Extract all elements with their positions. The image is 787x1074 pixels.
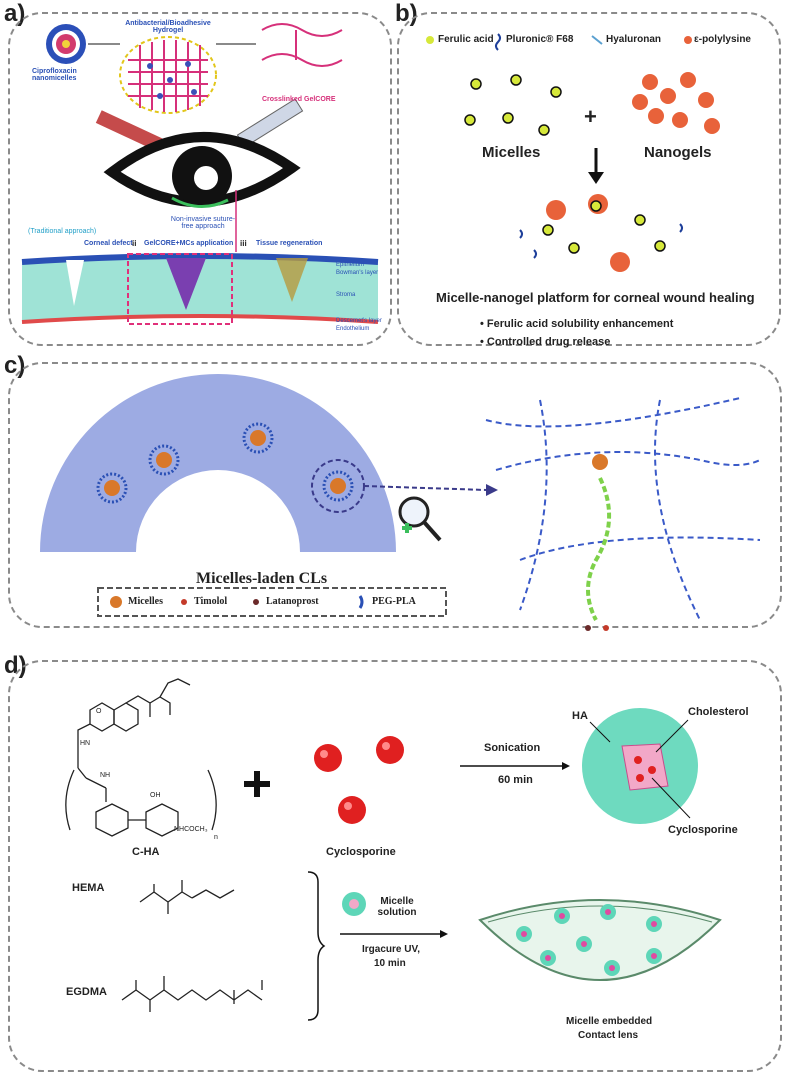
micelle-cluster [464, 74, 562, 136]
nanogel-cluster [632, 72, 720, 134]
legend-pluronic: Pluronic® F68 [506, 34, 574, 45]
panel-c-frame [8, 362, 782, 628]
endothelium-label: Endothelium [336, 326, 370, 332]
gelcore-structure-icon [261, 23, 343, 67]
c-legend-box [97, 587, 447, 617]
hydrogel-label: Antibacterial/Bioadhesive Hydrogel [125, 20, 211, 34]
time1-label: 60 min [498, 774, 533, 786]
legend-polylysine: ε-polylysine [694, 34, 751, 45]
cyclosporine2-label: Cyclosporine [668, 824, 738, 836]
lens-label: Contact lens [578, 1030, 639, 1041]
hydrogel-mesh-icon [119, 36, 217, 114]
hema-structure-icon [139, 880, 235, 914]
micelle-sphere-icon [582, 708, 698, 824]
micelle-solution-label: Micelle solution [377, 896, 417, 918]
chem-n-label: n [214, 834, 218, 841]
chem-nh-label: NH [100, 772, 111, 779]
noninvasive-label: Non-invasive suture-free approach [170, 216, 236, 230]
embedded-label: Micelle embedded [566, 1016, 653, 1027]
step-ii-label: ii [132, 239, 137, 248]
sonication-label: Sonication [484, 742, 541, 754]
bullet-1: • Ferulic acid solubility enhancement [480, 318, 674, 330]
cha-structure-icon [65, 678, 217, 837]
micelle-icon-group [96, 422, 354, 504]
polymer-mesh [485, 397, 761, 621]
panel-d-frame [8, 660, 782, 1072]
cornea-layers [21, 253, 379, 325]
descemet-label: Descemet's layer [336, 318, 382, 324]
legend-timolol: Timolol [194, 596, 228, 607]
egdma-label: EGDMA [66, 986, 107, 998]
irgacure-label: Irgacure UV, [362, 944, 420, 955]
legend-micelles: Micelles [128, 596, 163, 607]
regeneration-label: Tissue regeneration [256, 240, 323, 247]
traditional-label: (Traditional approach) [28, 228, 97, 235]
step-iii-label: iii [240, 239, 247, 248]
legend-ferulic: Ferulic acid [438, 34, 494, 45]
micelle-solution-icon [342, 892, 366, 916]
bowman-label: Bowman's layer [336, 270, 379, 276]
defect-label: Corneal defect [84, 240, 133, 247]
bullet-2: • Controlled drug release [480, 336, 611, 348]
polylysine-icon [684, 36, 692, 44]
chem-oh-label: OH [150, 792, 161, 799]
plus-b: + [584, 104, 597, 129]
bullet-2-text: Controlled drug release [486, 336, 611, 348]
hema-label: HEMA [72, 882, 105, 894]
ha-label: HA [572, 710, 588, 722]
egdma-structure-icon [121, 976, 263, 1012]
chem-hn-label: HN [80, 740, 91, 747]
bullet-1-text: Ferulic acid solubility enhancement [486, 318, 674, 330]
cyclosporine-spheres [314, 736, 404, 824]
magnifier-icon [398, 496, 442, 542]
cyclosporine-label: Cyclosporine [326, 846, 396, 858]
contact-lens-arc [40, 374, 396, 552]
platform-label: Micelle-nanogel platform for corneal wou… [436, 290, 755, 305]
contact-lens-icon [478, 899, 722, 981]
cha-label: C-HA [132, 846, 160, 858]
nanomicelle-icon [46, 24, 86, 64]
hyaluronan-icon [591, 35, 603, 45]
application-label: GelCORE+MCs application [144, 240, 234, 247]
legend-peg-pla: PEG-PLA [372, 596, 416, 607]
ferulic-acid-icon [426, 36, 434, 44]
gelcore-label: Crosslinked GelCORE [262, 96, 336, 103]
combined-platform-icon [519, 194, 683, 272]
chem-o-label: O [96, 708, 102, 715]
nanogels-label: Nanogels [644, 144, 712, 161]
nanomicelles-label: Ciprofloxacin nanomicelles [32, 68, 77, 82]
eye-icon [103, 132, 301, 208]
legend-hyaluronan: Hyaluronan [606, 34, 662, 45]
drug-release-trail [585, 454, 611, 631]
stroma-label: Stroma [336, 292, 356, 298]
time2-label: 10 min [374, 958, 406, 969]
epithelium-label: Epithelium [336, 262, 365, 268]
panel-b-frame [397, 12, 781, 346]
cholesterol-label: Cholesterol [688, 706, 749, 718]
pluronic-icon [495, 33, 501, 51]
chem-nhcoch3-label: NHCOCH₃ [174, 826, 208, 833]
panel-a-frame [8, 12, 392, 346]
c-title: Micelles-laden CLs [196, 570, 328, 587]
micelles-label: Micelles [482, 144, 541, 161]
legend-latanoprost: Latanoprost [266, 596, 319, 607]
